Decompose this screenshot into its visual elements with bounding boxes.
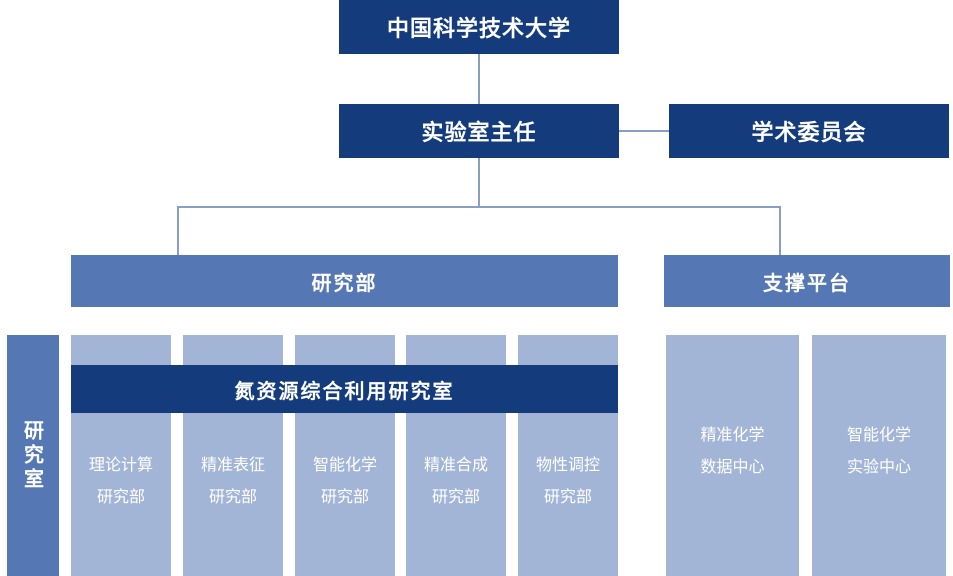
- lab-banner-label: 氮资源综合利用研究室: [234, 378, 455, 403]
- department-1-line1: 理论计算: [88, 454, 153, 474]
- committee-box: 学术委员会: [669, 104, 949, 158]
- department-4-line2: 研究部: [431, 486, 480, 506]
- connector-director-to-committee: [618, 130, 670, 132]
- center-1-line2: 数据中心: [700, 457, 765, 476]
- research-box: 研究部: [71, 255, 618, 307]
- connector-horizontal-branch: [177, 206, 781, 208]
- lab-side-label: 研究室: [20, 419, 45, 492]
- department-2-line2: 研究部: [208, 486, 257, 506]
- committee-label: 学术委员会: [751, 121, 867, 146]
- department-5-line1: 物性调控: [535, 454, 600, 474]
- connector-to-research: [177, 206, 179, 255]
- center-2-line2: 实验中心: [846, 457, 911, 476]
- department-4-line1: 精准合成: [423, 454, 488, 474]
- department-3-line2: 研究部: [320, 486, 369, 506]
- director-label: 实验室主任: [421, 121, 537, 146]
- university-label: 中国科学技术大学: [386, 17, 571, 42]
- director-box: 实验室主任: [339, 104, 619, 158]
- lab-banner: 氮资源综合利用研究室: [71, 365, 618, 413]
- center-column-2: 智能化学 实验中心: [812, 335, 946, 576]
- center-2-line1: 智能化学: [846, 425, 911, 444]
- center-1-line1: 精准化学: [700, 425, 765, 444]
- connector-to-support: [779, 206, 781, 255]
- department-3-line1: 智能化学: [312, 454, 377, 474]
- department-5-line2: 研究部: [543, 486, 592, 506]
- department-1-line2: 研究部: [96, 486, 145, 506]
- support-box: 支撑平台: [664, 255, 950, 307]
- support-label: 支撑平台: [763, 270, 851, 295]
- university-box: 中国科学技术大学: [339, 0, 619, 54]
- connector-director-down: [478, 157, 480, 207]
- center-column-1: 精准化学 数据中心: [666, 335, 799, 576]
- department-2-line1: 精准表征: [200, 454, 265, 474]
- research-label: 研究部: [311, 270, 378, 295]
- lab-side-box: 研究室: [7, 335, 59, 576]
- connector-top-to-director: [478, 54, 480, 104]
